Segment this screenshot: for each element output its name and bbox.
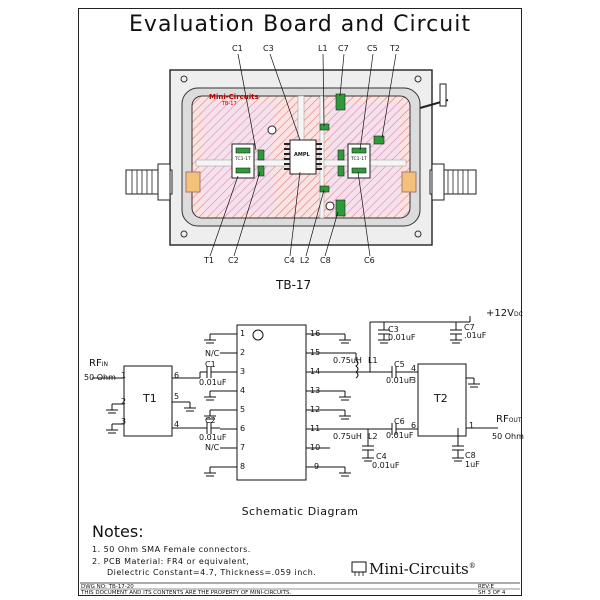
callout-t1: T1 [204,256,214,265]
t1-pin-3: 3 [121,417,127,426]
c8-value: 1uF [465,460,480,469]
c7-value: .01uF [464,331,487,340]
callout-c3: C3 [263,44,274,53]
t2-pin-6: 6 [411,421,417,430]
c2-label: C2 [205,416,216,425]
c3-label: C3 [388,325,399,334]
rf-in-label: RFIN [89,358,108,369]
footer-dwg-number: DWG NO: TB-17-20 [81,584,134,590]
brand-logo: Mini-Circuits® [369,560,476,578]
c7-label: C7 [464,323,475,332]
t1-board-label: TC1-1T [235,157,251,162]
board-caption: TB-17 [276,278,312,292]
drawing-sheet-border [78,8,522,596]
ic-pin-2: 2 [240,348,246,357]
ic-pin-10: 10 [310,443,321,452]
ic-pin-16: 16 [310,329,321,338]
t1-label: T1 [143,392,157,405]
c6-label: C6 [394,417,405,426]
note-2: 2. PCB Material: FR4 or equivalent, [92,557,250,566]
ic-pin-1: 1 [240,329,246,338]
callout-c1: C1 [232,44,243,53]
ic-pin-11: 11 [310,424,321,433]
c1-label: C1 [205,360,216,369]
t1-pin-5: 5 [174,392,180,401]
note-1: 1. 50 Ohm SMA Female connectors. [92,545,251,554]
c5-value: 0.01uF [386,376,414,385]
c4-value: 0.01uF [372,461,400,470]
t2-pin-3: 3 [411,376,417,385]
page-title: Evaluation Board and Circuit [129,12,471,37]
chip-label: AMPL [294,152,310,158]
callout-c2: C2 [228,256,239,265]
callout-l2: L2 [300,256,310,265]
l2-label: L2 [368,432,378,441]
c3-value: 0.01uF [388,333,416,342]
t1-pin-1: 1 [121,371,127,380]
c1-value: 0.01uF [199,378,227,387]
t1-pin-6: 6 [174,371,180,380]
c2-value: 0.01uF [199,433,227,442]
silk-model-text: TB-17 [222,101,237,107]
t2-board-label: TC1-1T [351,157,367,162]
ic-pin-8: 8 [240,462,246,471]
supply-label: +12VDC [486,308,523,319]
callout-t2: T2 [390,44,400,53]
ic-pin-5: 5 [240,405,246,414]
ic-pin-3: 3 [240,367,246,376]
c5-label: C5 [394,360,405,369]
rf-in-impedance: 50 Ohm [84,373,116,382]
t2-pin-1: 1 [469,421,475,430]
l1-value: 0.75uH [333,356,362,365]
ic-pin-4: 4 [240,386,246,395]
l1-label: L1 [368,356,378,365]
ic-pin-15: 15 [310,348,321,357]
callout-c5: C5 [367,44,378,53]
c8-label: C8 [465,451,476,460]
notes-heading: Notes: [92,522,144,541]
rf-out-impedance: 50 Ohm [492,432,524,441]
silk-brand-text: Mini-Circuits [209,93,259,101]
footer-sheet: SH 3 OF 4 [478,590,506,596]
nc-label-pin7: N/C [205,443,220,452]
footer-property-notice: THIS DOCUMENT AND ITS CONTENTS ARE THE P… [81,590,292,596]
rf-out-label: RFOUT [496,414,522,425]
ic-pin-13: 13 [310,386,321,395]
callout-l1: L1 [318,44,328,53]
ic-pin-14: 14 [310,367,321,376]
ic-pin-12: 12 [310,405,321,414]
callout-c8: C8 [320,256,331,265]
callout-c7: C7 [338,44,349,53]
t1-pin-2: 2 [121,397,127,406]
callout-c4: C4 [284,256,295,265]
c4-label: C4 [376,452,387,461]
ic-pin-9: 9 [314,462,320,471]
c6-value: 0.01uF [386,431,414,440]
l2-value: 0.75uH [333,432,362,441]
ic-pin-6: 6 [240,424,246,433]
t2-pin-4: 4 [411,364,417,373]
t1-pin-4: 4 [174,420,180,429]
t2-label: T2 [434,392,448,405]
nc-label-pin2: N/C [205,349,220,358]
callout-c6: C6 [364,256,375,265]
note-2-continued: Dielectric Constant=4.7, Thickness=.059 … [107,568,317,577]
footer-revision: REV:E [478,584,494,590]
ic-pin-7: 7 [240,443,246,452]
schematic-title: Schematic Diagram [241,505,359,518]
